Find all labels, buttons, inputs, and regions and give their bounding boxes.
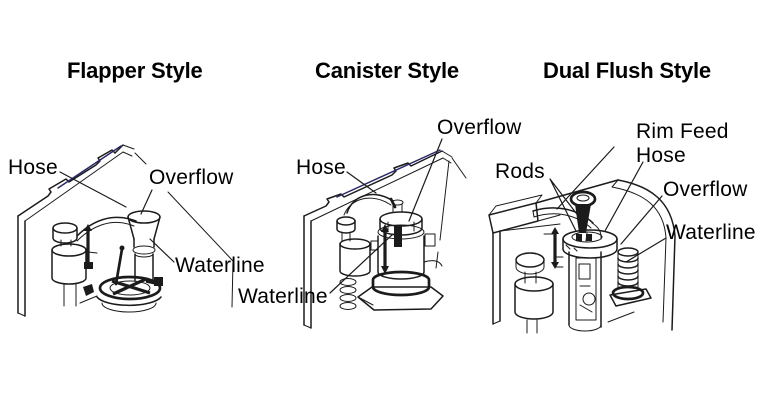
- dual-leader-lines: [549, 146, 667, 263]
- dual-flush-style-diagram: [488, 146, 676, 334]
- dual-overflow-spring: [617, 247, 639, 257]
- dual-rim-feed-hose-label-line2: Hose: [636, 144, 686, 167]
- dual-rods-label: Rods: [495, 160, 545, 183]
- canister-hose-label: Hose: [296, 156, 346, 179]
- canister-rim-hose-accent: [336, 149, 441, 198]
- flapper-style-title: Flapper Style: [67, 58, 203, 83]
- flapper-leader-lines: [59, 171, 175, 263]
- flapper-overflow-label: Overflow: [149, 166, 234, 189]
- dual-waterline-label: Waterline: [666, 221, 756, 244]
- flapper-hose-label: Hose: [8, 156, 58, 179]
- canister-waterline-label: Waterline: [238, 285, 328, 308]
- flapper-overflow-tube: [127, 210, 161, 224]
- canister-style-diagram: [303, 138, 467, 329]
- canister-valve: [379, 211, 423, 227]
- flapper-style-diagram: [17, 144, 234, 317]
- canister-hose: [346, 193, 394, 214]
- flapper-waterline-label: Waterline: [175, 254, 265, 277]
- flapper-seat: [98, 275, 162, 301]
- dual-flush-button: [569, 190, 597, 208]
- dual-rim-feed-hose-label-line1: Rim Feed: [636, 120, 729, 143]
- canister-overflow-label: Overflow: [437, 116, 522, 139]
- dual-flush-style-title: Dual Flush Style: [543, 58, 711, 83]
- canister-style-title: Canister Style: [315, 58, 459, 83]
- flapper-rim-hose-accent: [57, 145, 122, 189]
- dual-rim-feed-hose-label: Rim Feed Hose: [636, 120, 729, 168]
- dual-overflow-label: Overflow: [663, 178, 748, 201]
- canister-leader-lines: [329, 138, 443, 294]
